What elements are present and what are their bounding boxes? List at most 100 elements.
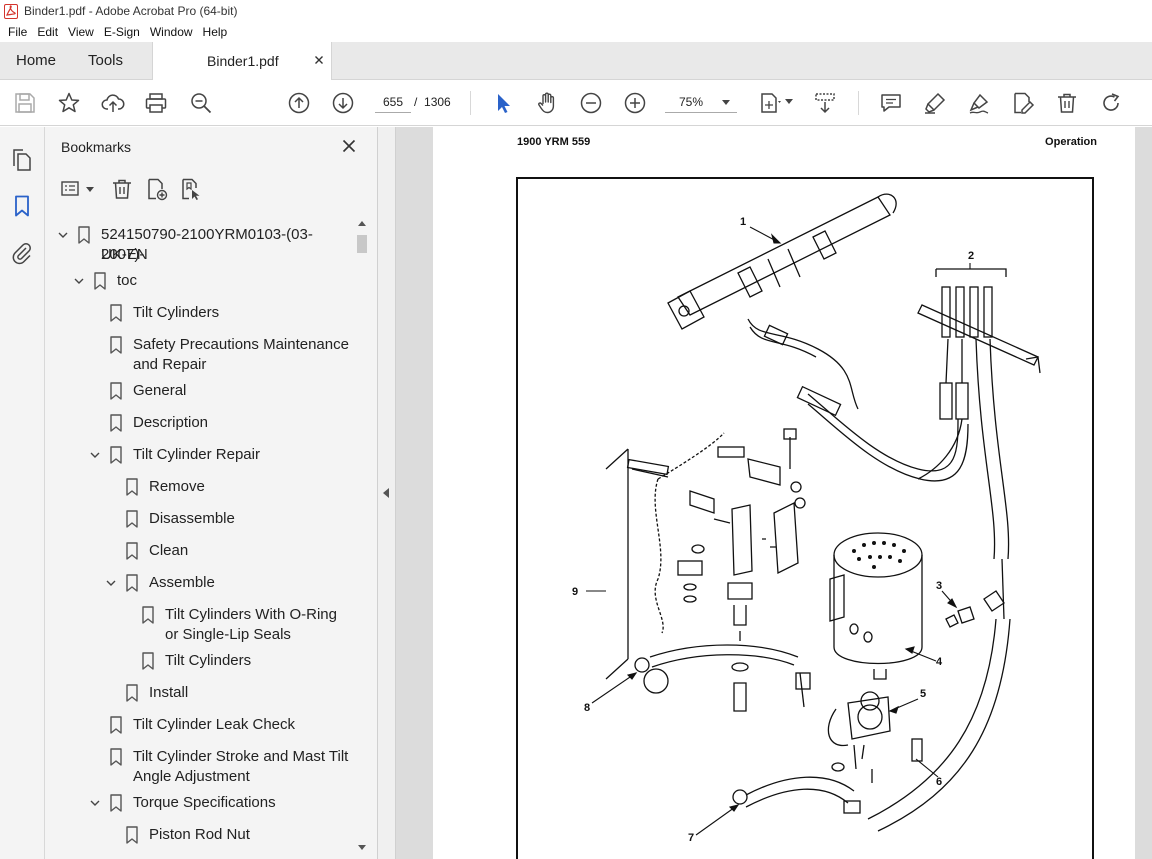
- document-tab-label: Binder1.pdf: [207, 53, 279, 69]
- upload-icon[interactable]: [101, 91, 125, 115]
- bookmark-item[interactable]: Tilt Cylinder Stroke and Mast Tilt Angle…: [45, 747, 355, 787]
- comment-icon[interactable]: [879, 91, 903, 115]
- menu-edit[interactable]: Edit: [37, 25, 59, 39]
- chevron-down-icon[interactable]: [74, 276, 84, 286]
- chevron-down-icon[interactable]: [90, 450, 100, 460]
- chevron-down-icon[interactable]: [90, 798, 100, 808]
- edit-pdf-icon[interactable]: [1011, 91, 1035, 115]
- callout-9: 9: [572, 586, 578, 598]
- parts-drawing: 1 2 3 4 5 6 7 8 9: [572, 193, 1041, 844]
- bookmark-label: Tilt Cylinder Leak Check: [133, 716, 296, 733]
- bookmark-label: Disassemble: [149, 510, 235, 527]
- bookmark-item[interactable]: Safety Precautions Maintenance and Repai…: [45, 335, 355, 375]
- close-tab-icon[interactable]: [313, 54, 325, 66]
- bookmark-label: Tilt Cylinder Repair: [133, 446, 260, 463]
- callout-7: 7: [688, 832, 694, 844]
- callout-5: 5: [920, 688, 926, 700]
- bookmarks-panel: Bookmarks 524: [45, 127, 378, 859]
- bookmark-icon: [126, 684, 138, 702]
- page-thumbnails-icon[interactable]: [10, 148, 34, 172]
- page-fit-icon[interactable]: [758, 91, 782, 115]
- scroll-thumb[interactable]: [357, 235, 367, 253]
- window-title: Binder1.pdf - Adobe Acrobat Pro (64-bit): [24, 4, 238, 18]
- document-viewport[interactable]: 1900 YRM 559 Operation: [396, 127, 1152, 859]
- new-bookmark-icon[interactable]: [144, 177, 168, 201]
- panel-splitter[interactable]: [378, 127, 396, 859]
- panel-title: Bookmarks: [61, 139, 132, 155]
- title-bar: Binder1.pdf - Adobe Acrobat Pro (64-bit): [0, 0, 1152, 22]
- chevron-down-icon[interactable]: [58, 230, 68, 240]
- zoom-in-icon[interactable]: [623, 91, 647, 115]
- bookmark-label: Tilt Cylinders: [165, 652, 252, 669]
- bookmark-label: Install: [149, 684, 189, 701]
- bookmark-star-icon[interactable]: [57, 91, 81, 115]
- page-fit-dropdown-icon[interactable]: [785, 99, 793, 105]
- zoom-search-icon[interactable]: [189, 91, 213, 115]
- page-down-icon[interactable]: [331, 91, 355, 115]
- tab-home[interactable]: Home: [16, 52, 57, 69]
- menu-file[interactable]: File: [8, 25, 28, 39]
- scroll-mode-icon[interactable]: [813, 91, 837, 115]
- highlight-icon[interactable]: [923, 91, 947, 115]
- bookmark-icon: [142, 606, 154, 624]
- close-panel-icon[interactable]: [342, 139, 356, 153]
- acrobat-app-icon: [4, 3, 18, 19]
- bookmark-icon: [126, 510, 138, 528]
- bookmark-item-root[interactable]: 524150790-2100YRM0103-(03-2007)- UK-EN: [45, 225, 355, 265]
- callout-2: 2: [968, 250, 974, 262]
- bookmarks-scrollbar[interactable]: [355, 219, 369, 859]
- options-dropdown-icon[interactable]: [86, 187, 94, 193]
- menu-view[interactable]: View: [68, 25, 94, 39]
- bookmark-label: Safety Precautions Maintenance: [133, 336, 349, 353]
- toolbar: [0, 80, 1152, 126]
- tab-document[interactable]: Binder1.pdf: [152, 42, 332, 81]
- tab-tools[interactable]: Tools: [88, 52, 124, 69]
- print-icon[interactable]: [144, 91, 168, 115]
- menu-help[interactable]: Help: [202, 25, 228, 39]
- bookmark-label: Tilt Cylinders: [133, 304, 220, 321]
- bookmark-icon: [126, 574, 138, 592]
- page-up-icon[interactable]: [287, 91, 311, 115]
- bookmark-label-line2: and Repair: [133, 356, 207, 373]
- bookmark-icon: [142, 652, 154, 670]
- bookmark-label: Clean: [149, 542, 189, 559]
- bookmark-item[interactable]: Tilt Cylinders With O-Ring or Single-Lip…: [45, 605, 355, 645]
- zoom-dropdown-caret-icon[interactable]: [722, 100, 730, 105]
- hand-icon[interactable]: [535, 91, 559, 115]
- collapse-panel-icon[interactable]: [383, 488, 389, 498]
- delete-icon[interactable]: [1055, 91, 1079, 115]
- scroll-up-icon[interactable]: [358, 221, 366, 226]
- bookmarks-panel-icon[interactable]: [10, 194, 34, 218]
- chevron-down-icon[interactable]: [106, 578, 116, 588]
- exploded-parts-diagram: 1 2 3 4 5 6 7 8 9: [516, 177, 1094, 859]
- menu-esign[interactable]: E-Sign: [103, 25, 140, 39]
- callout-8: 8: [584, 702, 590, 714]
- bookmark-icon: [94, 272, 106, 290]
- menu-bar: File Edit View E-Sign Window Help: [0, 22, 1152, 42]
- bookmark-label-line2: UK-EN: [101, 246, 148, 263]
- delete-bookmark-icon[interactable]: [110, 177, 134, 201]
- bookmark-label: Remove: [149, 478, 205, 495]
- bookmark-icon: [110, 748, 122, 766]
- sign-icon[interactable]: [967, 91, 991, 115]
- diagram-callouts: 1 2 3 4 5 6 7 8 9: [572, 216, 974, 844]
- scroll-down-icon[interactable]: [358, 845, 366, 850]
- bookmark-label: Tilt Cylinders With O-Ring: [165, 606, 337, 623]
- left-rail: [0, 127, 45, 859]
- bookmark-icon: [110, 382, 122, 400]
- save-icon[interactable]: [13, 91, 37, 115]
- bookmark-options-icon[interactable]: [59, 177, 83, 201]
- rotate-icon[interactable]: [1099, 91, 1123, 115]
- attachments-icon[interactable]: [10, 241, 34, 265]
- bookmark-icon: [110, 304, 122, 322]
- select-pointer-icon[interactable]: [491, 91, 515, 115]
- bookmark-label: Torque Specifications: [133, 794, 276, 811]
- menu-window[interactable]: Window: [149, 25, 193, 39]
- bookmark-label: Piston Rod Nut: [149, 826, 250, 843]
- zoom-level-select[interactable]: 75%: [665, 91, 737, 113]
- bookmark-from-selection-icon[interactable]: [178, 177, 202, 201]
- zoom-out-icon[interactable]: [579, 91, 603, 115]
- page-number-input[interactable]: 655: [375, 91, 411, 113]
- bookmark-icon: [110, 716, 122, 734]
- page-header-code: 1900 YRM 559: [517, 136, 591, 148]
